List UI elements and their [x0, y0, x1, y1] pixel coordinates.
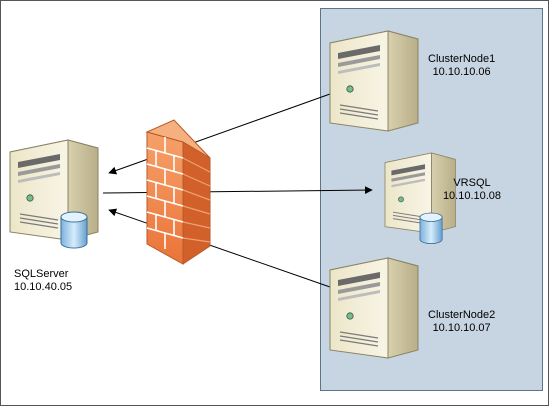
sqlserver-label: SQLServer 10.10.40.05	[14, 268, 72, 294]
sqlserver-ip: 10.10.40.05	[14, 281, 73, 293]
clusternode1-name: ClusterNode1	[428, 53, 496, 65]
vrsql-ip: 10.10.10.08	[442, 190, 502, 202]
connector-clusternode2-to-sqlserver	[108, 208, 331, 288]
clusternode1-label: ClusterNode1 10.10.10.06	[428, 53, 495, 79]
vrsql-name: VRSQL	[453, 177, 491, 189]
clusternode2-server-icon	[329, 257, 419, 359]
sqlserver-database-icon	[60, 211, 88, 249]
clusternode1-server-icon	[329, 30, 419, 132]
sqlserver-name: SQLServer	[14, 268, 69, 280]
firewall-brick-icon	[145, 119, 211, 265]
clusternode2-name: ClusterNode2	[428, 309, 496, 321]
connector-clusternode1-to-sqlserver	[108, 93, 331, 175]
vrsql-label: VRSQL 10.10.10.08	[436, 177, 508, 203]
clusternode1-ip: 10.10.10.06	[432, 66, 491, 78]
clusternode2-ip: 10.10.10.07	[432, 322, 491, 334]
clusternode2-label: ClusterNode2 10.10.10.07	[428, 309, 495, 335]
vrsql-database-icon	[419, 212, 443, 245]
